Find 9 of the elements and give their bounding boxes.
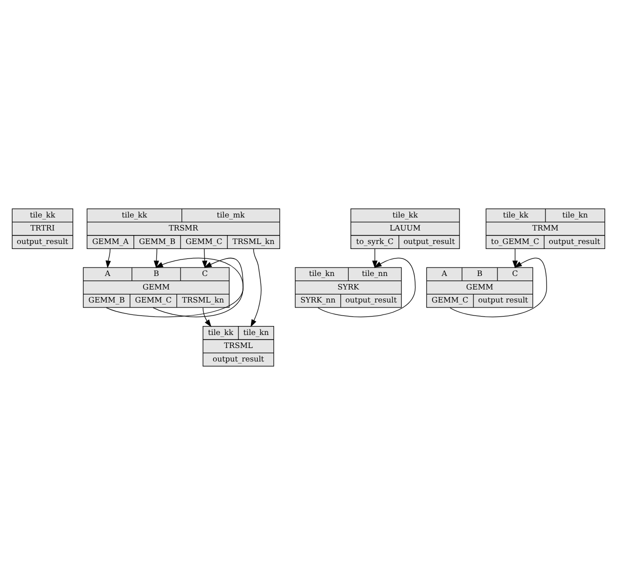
arrow [106,248,111,268]
arrow [202,248,208,268]
arrow [250,248,262,327]
arrow [154,248,160,268]
arrow [372,248,378,268]
arrow [152,257,244,317]
arrow [512,248,518,268]
arrow [202,306,212,327]
arrow [106,257,244,317]
